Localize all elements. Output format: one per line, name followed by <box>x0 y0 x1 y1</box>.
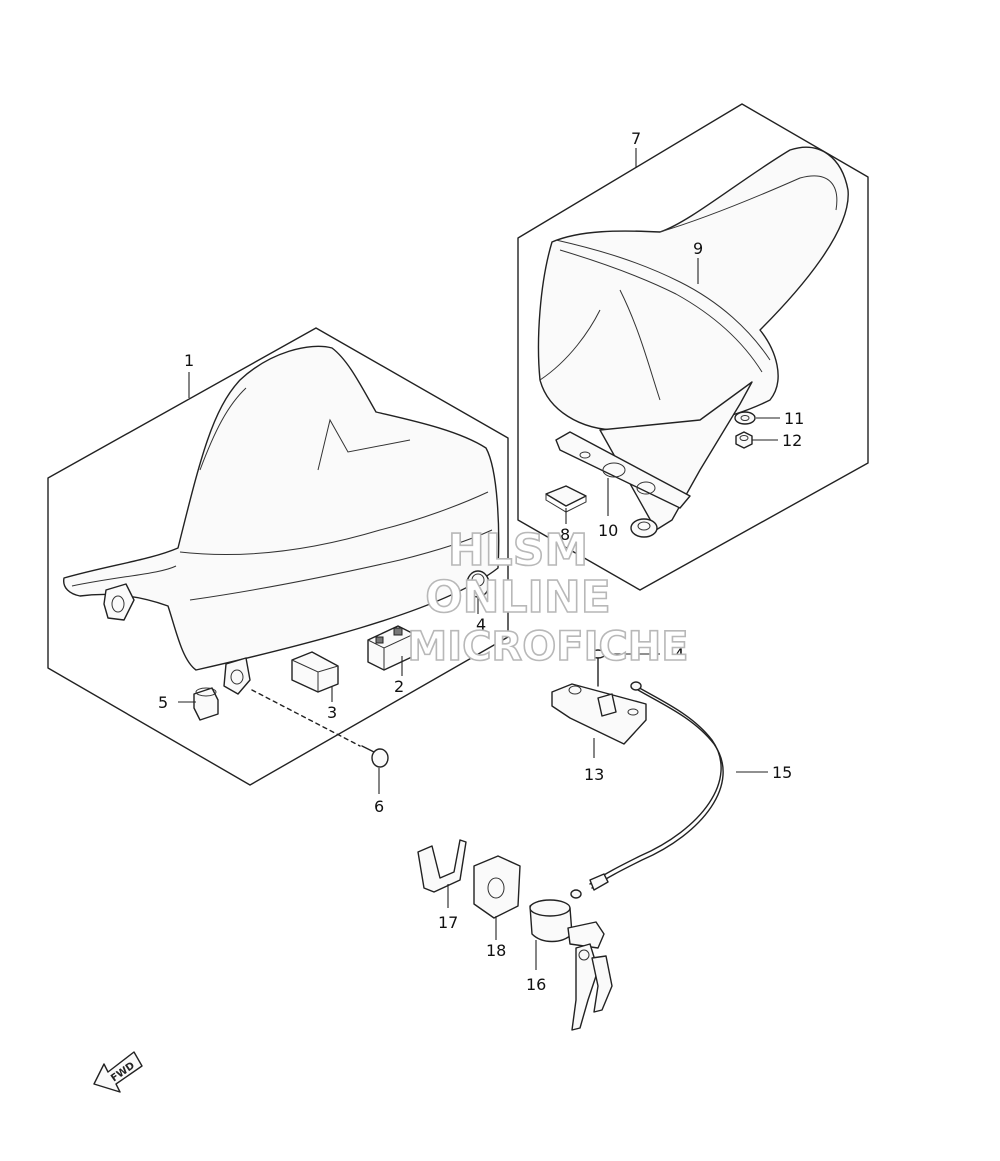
seat-cushion-knob-part[interactable] <box>466 570 490 598</box>
rear-bracket-plate-part[interactable] <box>555 431 691 509</box>
callout-2: 2 <box>394 677 404 696</box>
callout-5: 5 <box>158 693 168 712</box>
callout-17: 17 <box>438 913 458 932</box>
seat-pad-part[interactable] <box>291 651 339 693</box>
nut-part[interactable] <box>735 431 753 449</box>
rubber-cushion-part[interactable] <box>193 687 219 721</box>
washer-part[interactable] <box>734 411 756 425</box>
leader-lines <box>178 148 780 970</box>
watermark: HLSM ONLINE MICROFICHE <box>407 524 690 671</box>
callout-labels: 1 2 3 4 5 6 7 8 9 10 11 12 13 14 15 16 1… <box>158 129 804 994</box>
callout-14: 14 <box>664 645 684 664</box>
watermark-line-3: MICROFICHE <box>407 624 688 670</box>
front-seat-group-box <box>47 327 509 786</box>
callout-6: 6 <box>374 797 384 816</box>
lock-plate-part[interactable] <box>473 855 521 919</box>
grommet-part[interactable] <box>630 518 658 538</box>
rear-seat-cover-icon[interactable] <box>537 146 849 531</box>
front-seat-icon[interactable] <box>63 345 500 695</box>
rear-seat-group-box <box>517 103 869 591</box>
callout-8: 8 <box>560 525 570 544</box>
callout-10: 10 <box>598 521 618 540</box>
clip-part[interactable] <box>417 839 467 893</box>
callout-4: 4 <box>476 615 486 634</box>
seat-lock-key-icon[interactable] <box>529 899 613 1031</box>
callout-15: 15 <box>772 763 792 782</box>
callout-11: 11 <box>784 409 804 428</box>
callout-12: 12 <box>782 431 802 450</box>
fwd-arrow-icon: FWD <box>93 1051 143 1093</box>
callout-16: 16 <box>526 975 546 994</box>
seat-bolt-part[interactable] <box>251 689 389 768</box>
lock-cable-icon[interactable] <box>570 681 724 899</box>
callout-13: 13 <box>584 765 604 784</box>
callout-3: 3 <box>327 703 337 722</box>
lock-bracket-part[interactable] <box>551 683 647 745</box>
callout-9: 9 <box>693 239 703 258</box>
watermark-line-2: ONLINE <box>425 572 611 623</box>
callout-18: 18 <box>486 941 506 960</box>
callout-1: 1 <box>184 351 194 370</box>
watermark-line-1: HLSM <box>448 525 588 576</box>
callout-7: 7 <box>631 129 641 148</box>
